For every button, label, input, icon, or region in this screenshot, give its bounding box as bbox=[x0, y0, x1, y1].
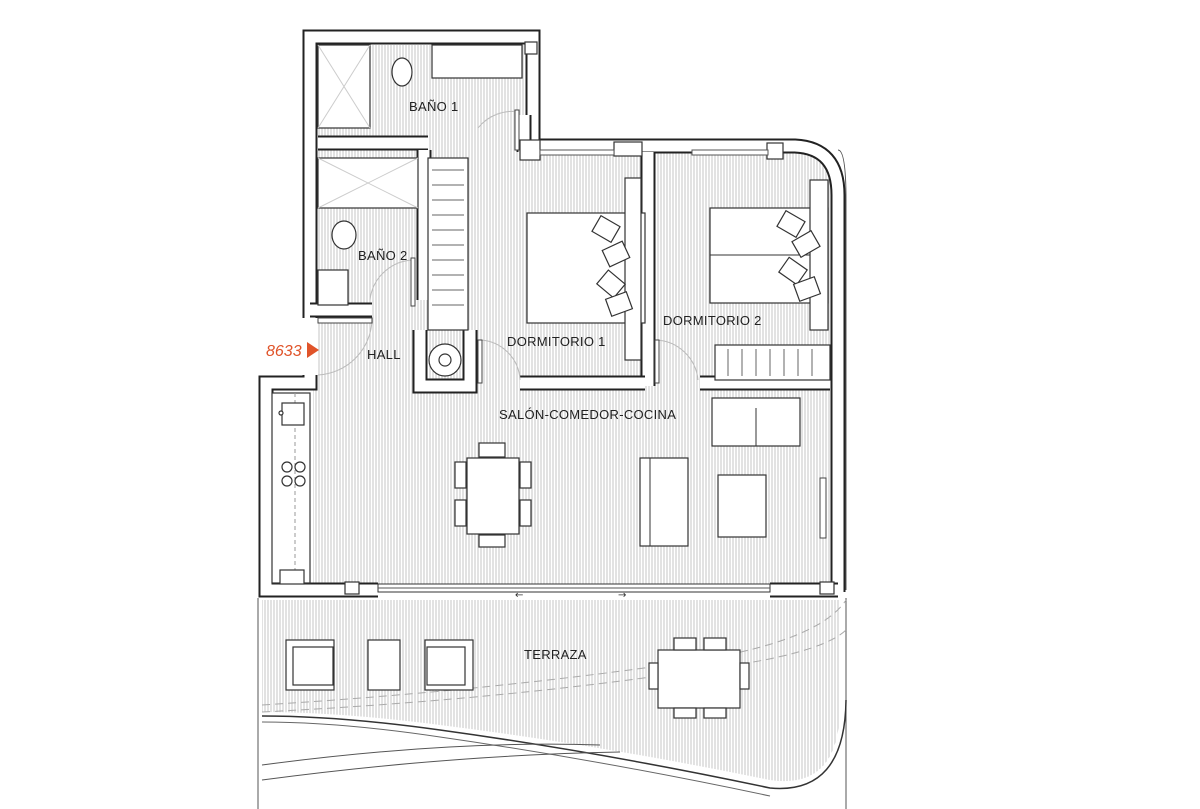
bathroom-fixtures bbox=[317, 44, 523, 306]
sofas bbox=[639, 397, 801, 547]
slide-right-arrow-icon: → bbox=[618, 590, 626, 601]
bed-dormitorio-1 bbox=[526, 177, 646, 361]
entrance-triangle-icon bbox=[307, 342, 319, 358]
room-label-dormitorio-1: DORMITORIO 1 bbox=[507, 334, 606, 349]
walls bbox=[258, 29, 846, 598]
windows bbox=[377, 149, 771, 593]
room-label-hall: HALL bbox=[367, 347, 401, 362]
terrace-edges bbox=[257, 149, 847, 809]
unit-number-marker: 8633 bbox=[266, 343, 302, 360]
bed-dormitorio-2 bbox=[709, 179, 829, 331]
dining-table bbox=[454, 442, 532, 548]
room-label-dormitorio-2: DORMITORIO 2 bbox=[663, 313, 762, 328]
slide-left-arrow-icon: ← bbox=[515, 590, 523, 601]
room-label-terraza: TERRAZA bbox=[524, 647, 587, 662]
doors bbox=[317, 109, 827, 539]
room-label-bano-1: BAÑO 1 bbox=[409, 99, 458, 114]
room-label-bano-2: BAÑO 2 bbox=[358, 248, 407, 263]
terrace-furniture bbox=[285, 637, 750, 719]
wardrobes bbox=[427, 157, 831, 381]
room-label-salon-comedor-cocina: SALÓN-COMEDOR-COCINA bbox=[499, 407, 676, 422]
kitchen-counter bbox=[271, 392, 311, 585]
